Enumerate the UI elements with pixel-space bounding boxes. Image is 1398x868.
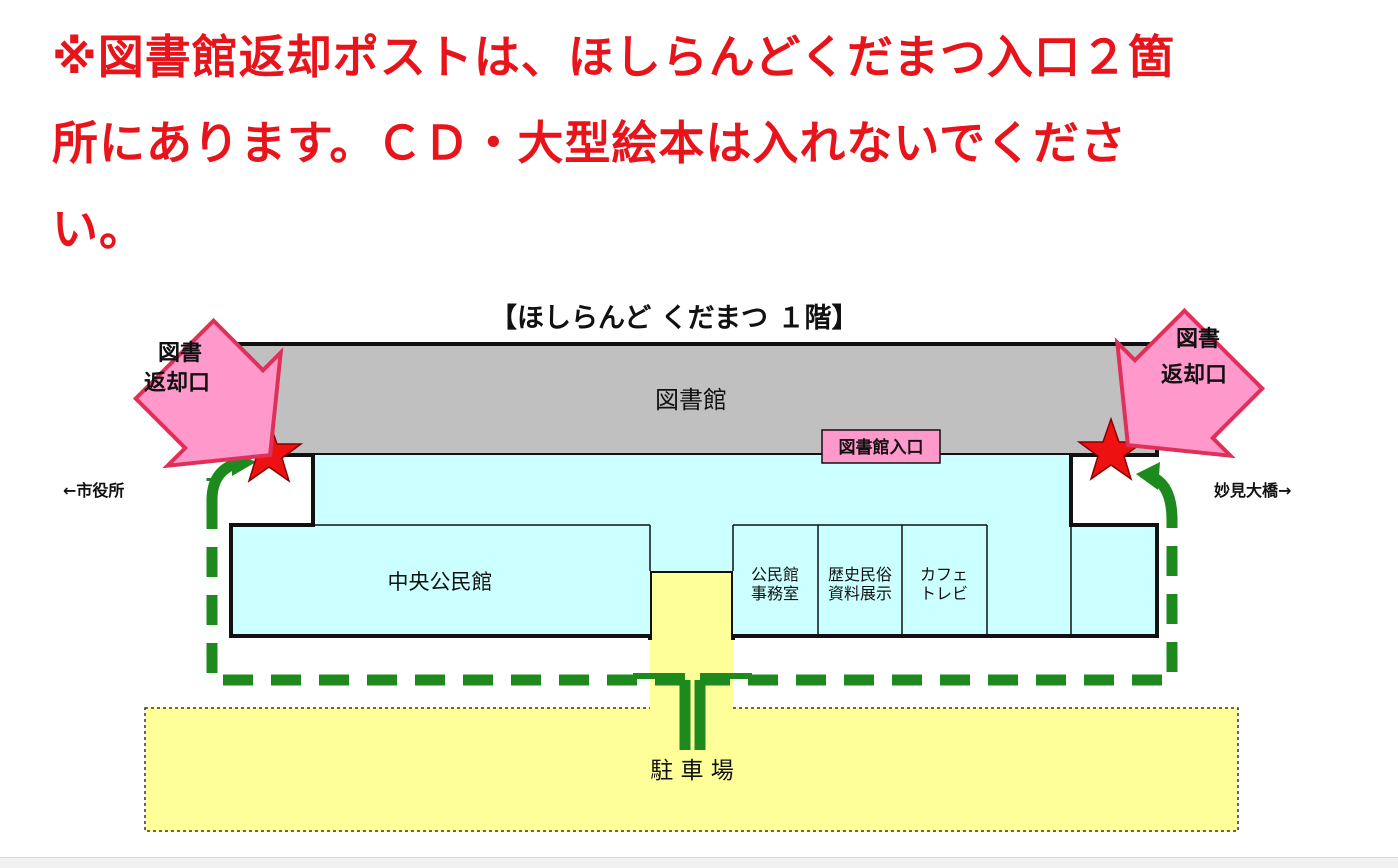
- community-center-label: 中央公民館: [388, 570, 493, 594]
- return-left-label-1: 図書: [158, 340, 202, 366]
- return-right-label-2: 返却口: [1161, 363, 1227, 388]
- library-entrance-box: [821, 429, 941, 464]
- bottom-divider: [0, 857, 1398, 868]
- arrow-callout-icon: [132, 317, 284, 469]
- return-post-notice: ※図書館返却ポストは、ほしらんどくだまつ入口２箇 所にあります。ＣＤ・大型絵本は…: [52, 14, 1352, 272]
- parking-label: 駐 車 場: [650, 758, 734, 784]
- route-left: [206, 478, 685, 686]
- cafe-label-1: カフェ: [920, 565, 968, 584]
- history-label-2: 資料展示: [828, 584, 892, 603]
- arrow-callout-icon: [1114, 307, 1266, 459]
- cafe-label-2: トレビ: [920, 584, 968, 603]
- library-label: 図書館: [655, 386, 727, 414]
- bridge-direction: 妙見大橋→: [1214, 481, 1291, 500]
- notice-line-3: い。: [52, 202, 146, 256]
- return-left-label-2: 返却口: [144, 371, 210, 396]
- history-label-1: 歴史民俗: [828, 565, 892, 584]
- city-hall-direction: ←市役所: [63, 481, 124, 500]
- map-title: 【ほしらんど くだまつ １階】: [490, 303, 859, 334]
- entrance-passage: [650, 571, 733, 709]
- return-right-label-1: 図書: [1176, 326, 1220, 352]
- notice-line-1: ※図書館返却ポストは、ほしらんどくだまつ入口２箇: [52, 30, 1176, 84]
- hall-area: [231, 455, 1157, 636]
- route-right-arrow-icon: [1136, 462, 1160, 490]
- parking-area: [144, 707, 1239, 832]
- notice-line-2: 所にあります。ＣＤ・大型絵本は入れないでくださ: [52, 116, 1128, 170]
- library-entrance-label: 図書館入口: [839, 437, 924, 458]
- route-right: [700, 516, 1178, 686]
- office-label-1: 公民館: [751, 565, 799, 584]
- office-label-2: 事務室: [751, 584, 799, 603]
